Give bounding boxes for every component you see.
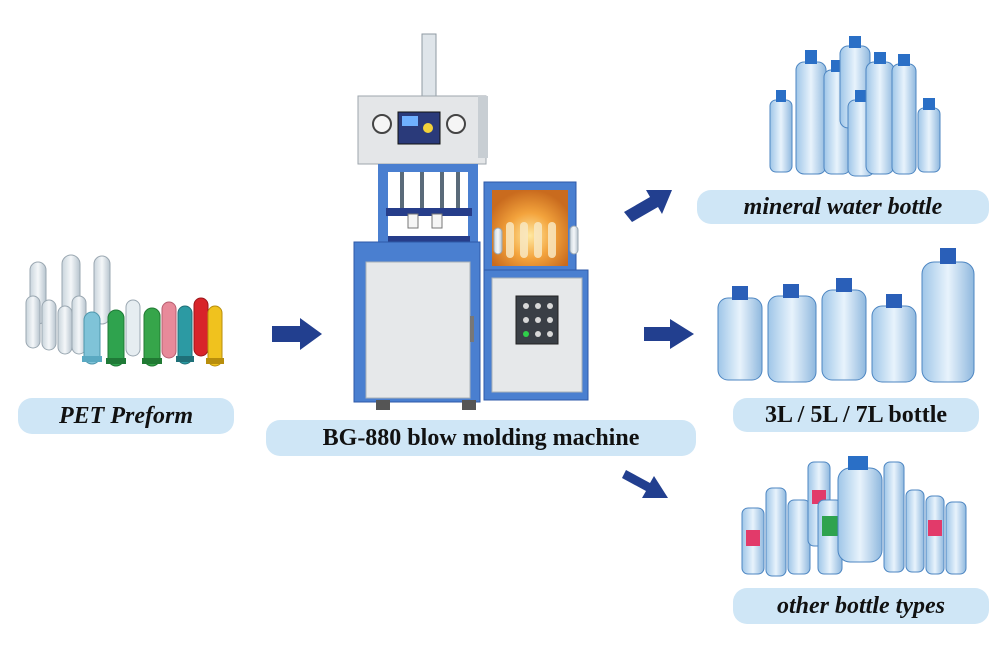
arrow-right-icon — [644, 319, 694, 349]
mineral-water-bottles-image — [769, 36, 941, 177]
machine-label: BG-880 blow molding machine — [266, 420, 696, 456]
other-bottle-label: other bottle types — [733, 588, 989, 624]
large-bottles-image — [717, 248, 975, 383]
pet-preform-image — [25, 254, 224, 367]
arrow-right-icon — [624, 190, 672, 222]
large-bottle-label: 3L / 5L / 7L bottle — [733, 398, 979, 432]
blow-molding-machine-image — [353, 33, 589, 410]
arrow-right-icon — [622, 470, 668, 498]
mineral-bottle-label: mineral water bottle — [697, 190, 989, 224]
preform-label: PET Preform — [18, 398, 234, 434]
arrow-right-icon — [272, 318, 322, 350]
other-bottles-image — [741, 456, 967, 577]
